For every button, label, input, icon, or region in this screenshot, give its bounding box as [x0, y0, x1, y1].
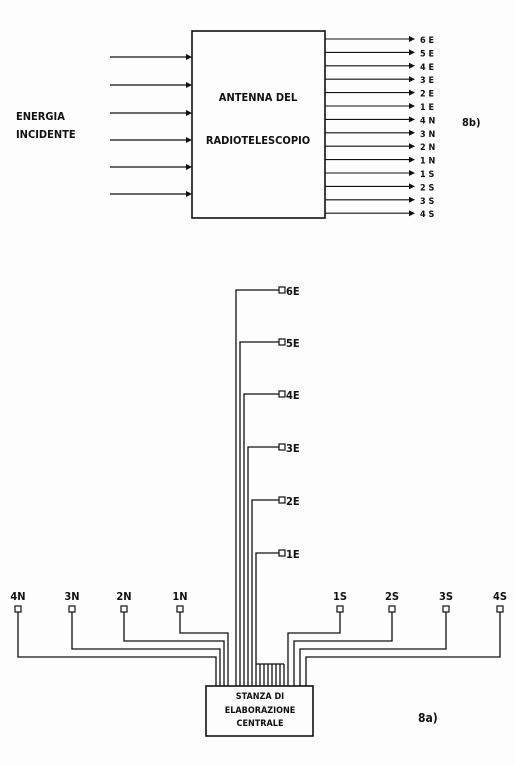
west-node-marker: [120, 605, 128, 613]
output-label: 1 S: [420, 170, 434, 180]
east-node-label: 5E: [286, 337, 300, 350]
output-label: 4 E: [420, 63, 434, 73]
west-node-marker: [176, 605, 184, 613]
west-node-marker: [68, 605, 76, 613]
south-node-label: 2S: [385, 590, 399, 603]
input-arrow-head: [186, 164, 192, 170]
west-node-marker: [14, 605, 22, 613]
east-feed-line: [247, 446, 280, 686]
output-label: 3 S: [420, 197, 434, 207]
output-arrow-head: [409, 103, 415, 109]
south-node-label: 4S: [493, 590, 507, 603]
antenna-box-line1: ANTENNA DEL: [219, 91, 298, 104]
east-feed-line: [251, 499, 280, 686]
west-feed-line: [179, 612, 229, 686]
east-node-label: 2E: [286, 495, 300, 508]
output-label: 2 S: [420, 183, 434, 193]
east-node-label: 1E: [286, 548, 300, 561]
south-node-marker: [496, 605, 504, 613]
south-feed-line: [293, 612, 393, 686]
input-label-line2: INCIDENTE: [16, 128, 76, 141]
east-node-marker: [278, 286, 286, 294]
south-node-marker: [336, 605, 344, 613]
west-feed-line: [123, 612, 225, 686]
input-label-line1: ENERGIA: [16, 110, 65, 123]
west-node-label: 1N: [172, 590, 187, 603]
east-feed-line: [243, 393, 280, 686]
east-feed-line: [239, 341, 280, 686]
antenna-box-line2: RADIOTELESCOPIO: [206, 134, 310, 147]
output-label: 2 N: [420, 143, 435, 153]
output-arrow-head: [409, 62, 415, 69]
output-label: 2 E: [420, 90, 434, 100]
input-arrow-head: [186, 191, 192, 197]
feed-lines: [17, 289, 501, 686]
east-node-marker: [278, 496, 286, 504]
output-arrow-head: [409, 183, 415, 190]
output-label: 4 S: [420, 210, 434, 220]
output-arrow-head: [409, 156, 415, 163]
east-node-marker: [278, 549, 286, 557]
figure-label-8b: 8b): [462, 116, 481, 129]
west-node-label: 4N: [10, 590, 25, 603]
output-arrows: 6 E 5 E 4 E 3 E 2 E 1 E 4 N 3 N 2 N 1 N 1 S 2 S 3 S 4…: [325, 36, 435, 220]
west-feed-line: [17, 612, 217, 686]
input-arrow-head: [186, 54, 192, 60]
input-arrow-head: [186, 82, 192, 88]
output-label: 3 E: [420, 76, 434, 86]
network-layout-diagram: 6E 5E 4E 3E 2E 1E 4N 3N 2N 1N 1S 2S 3S 4S STANZA DI E…: [10, 285, 507, 737]
output-arrow-head: [409, 196, 415, 203]
east-node-marker: [278, 338, 286, 346]
output-arrow-head: [409, 129, 415, 136]
south-feed-line: [287, 612, 341, 686]
output-label: 1 N: [420, 157, 435, 167]
output-arrow-head: [409, 89, 415, 96]
input-arrow-head: [186, 137, 192, 143]
east-node-marker: [278, 390, 286, 398]
output-arrow-head: [409, 210, 415, 217]
east-feed-line: [255, 552, 280, 686]
west-node-label: 2N: [116, 590, 131, 603]
east-node-label: 4E: [286, 389, 300, 402]
output-arrow-head: [409, 116, 415, 123]
west-feed-line: [71, 612, 221, 686]
antenna-block-diagram: ENERGIA INCIDENTE ANTENNA DEL RADIOTELES…: [16, 30, 481, 220]
output-arrow-head: [409, 49, 415, 56]
central-box-line3: CENTRALE: [237, 719, 284, 729]
output-arrow-head: [409, 76, 415, 83]
east-feed-line: [235, 289, 280, 686]
output-arrow-head: [409, 170, 415, 176]
south-node-marker: [442, 605, 450, 613]
east-node-label: 6E: [286, 285, 300, 298]
south-feed-line: [299, 612, 447, 686]
output-label: 4 N: [420, 116, 435, 126]
central-processing-box: [205, 685, 314, 737]
south-node-marker: [388, 605, 396, 613]
output-label: 1 E: [420, 103, 434, 113]
output-arrow-head: [409, 143, 415, 150]
output-label: 6 E: [420, 36, 434, 46]
output-label: 3 N: [420, 130, 435, 140]
south-feed-line: [305, 612, 501, 686]
central-box-line1: STANZA DI: [236, 692, 284, 702]
central-box-line2: ELABORAZIONE: [225, 706, 296, 716]
south-node-label: 3S: [439, 590, 453, 603]
output-label: 5 E: [420, 49, 434, 59]
output-arrow-head: [409, 36, 415, 42]
antenna-nodes: 6E 5E 4E 3E 2E 1E 4N 3N 2N 1N 1S 2S 3S 4S: [10, 285, 507, 613]
antenna-box: [191, 30, 326, 219]
figure-label-8a: 8a): [418, 711, 438, 725]
east-node-label: 3E: [286, 442, 300, 455]
input-arrows: [110, 54, 192, 197]
input-arrow-head: [186, 110, 192, 116]
west-node-label: 3N: [64, 590, 79, 603]
east-node-marker: [278, 443, 286, 451]
south-node-label: 1S: [333, 590, 347, 603]
